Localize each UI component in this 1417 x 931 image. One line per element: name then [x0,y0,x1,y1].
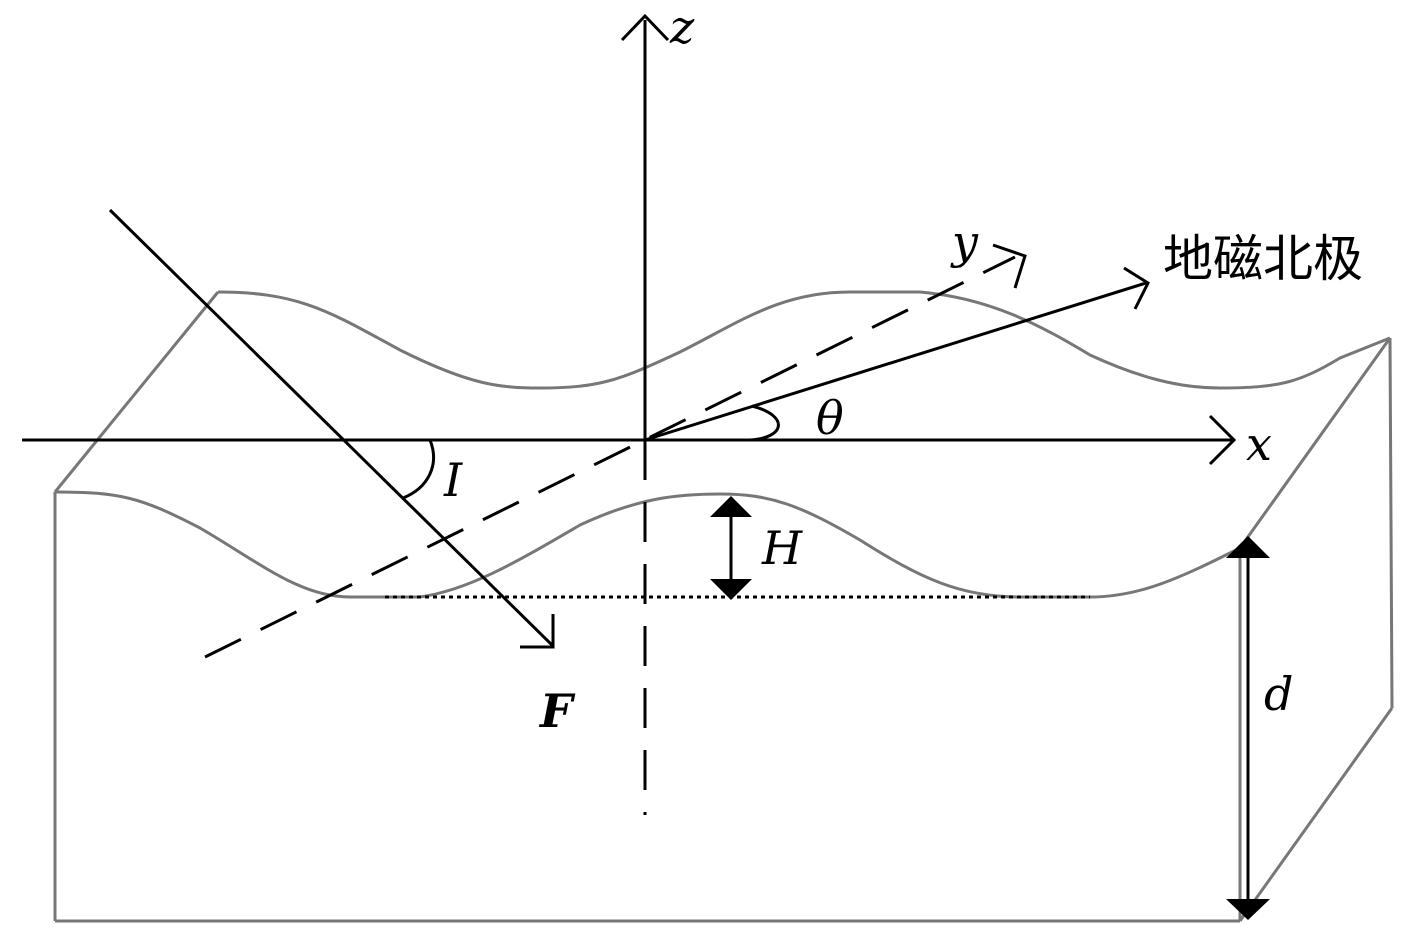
inclination-label: I [443,453,463,507]
block-top-surface [217,290,1391,390]
theta-arc [749,404,780,442]
amplitude-arrow-top [710,496,752,517]
block-right-top-edge [1238,337,1392,549]
field-vector [108,208,555,649]
block-front-wave [54,490,1241,599]
north-pole-label: 地磁北极 [1163,230,1363,288]
block-right-bottom-edge [1238,707,1394,922]
z-axis [620,13,670,815]
y-arrow-head [992,243,1027,289]
field-arrow-head [520,614,555,649]
field-label: F [538,684,576,738]
north-arrow-head [1123,266,1150,310]
thickness-arrow [1226,536,1270,920]
z-axis-label: z [669,0,695,54]
inclination-arc [402,439,436,500]
amplitude-label: H [761,521,803,575]
north-pole-vector [644,266,1150,442]
theta-label: θ [816,391,844,445]
amplitude-arrow-bottom [710,579,752,600]
thickness-arrow-top [1226,536,1270,558]
block-back-right-edge [1388,337,1394,709]
block-outline [53,290,1394,923]
x-arrow-head [1208,414,1237,466]
x-axis-label: x [1246,417,1272,471]
z-arrow-head [620,13,670,42]
y-axis [204,243,1027,659]
amplitude-arrow [710,496,752,600]
y-axis-label: y [950,215,979,269]
block-left-top-edge [53,291,220,493]
x-axis [22,414,1237,466]
thickness-label: d [1264,667,1293,721]
thickness-arrow-bottom [1226,899,1270,920]
